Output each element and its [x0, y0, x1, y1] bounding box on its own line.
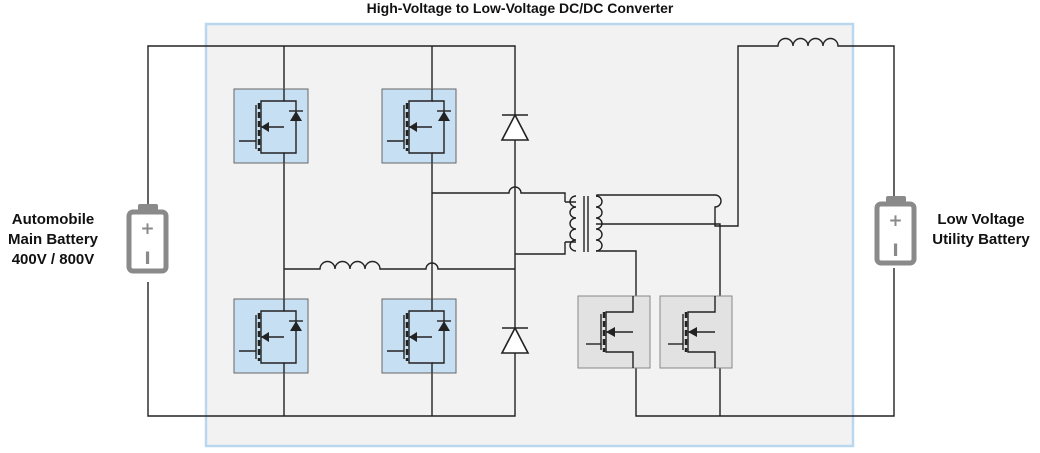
hv-top-wire: [147, 45, 516, 204]
diagram-title: High-Voltage to Low-Voltage DC/DC Conver…: [366, 0, 674, 16]
utility-battery-minus: I: [892, 241, 898, 261]
hv-bottom-wire: [147, 282, 516, 417]
diode-top: [500, 113, 530, 141]
secondary-top-wire: [596, 37, 895, 227]
main-battery-label: Automobile Main Battery 400V / 800V: [0, 210, 106, 270]
diode-bottom: [500, 326, 530, 354]
converter-box: [204, 22, 855, 448]
switch-bottom-right: [380, 297, 458, 375]
utility-battery-label: Low Voltage Utility Battery: [922, 210, 1040, 250]
transformer-core: [583, 196, 589, 252]
sr-switch-right: [658, 294, 734, 370]
lv-return-wire: [635, 268, 895, 417]
main-battery-label-line: 400V / 800V: [11, 251, 95, 268]
main-battery-plus: +: [140, 219, 154, 239]
main-battery-minus: I: [144, 249, 150, 269]
center-tap-wire: [596, 223, 721, 296]
main-battery-icon: + I: [126, 204, 169, 274]
primary-coil-leads: [565, 201, 576, 243]
transformer-top-link: [432, 186, 566, 202]
switch-top-right: [380, 87, 458, 165]
series-inductor-wire: [284, 260, 515, 270]
sr-switch-left: [576, 294, 652, 370]
secondary-bottom-wire: [596, 250, 637, 296]
utility-battery-label-line: Utility Battery: [932, 231, 1030, 248]
main-battery-label-line: Automobile: [11, 211, 95, 228]
utility-battery-plus: +: [888, 211, 902, 231]
transformer-bottom-link: [515, 242, 566, 255]
switch-bottom-left: [232, 297, 310, 375]
switch-top-left: [232, 87, 310, 165]
utility-battery-label-line: Low Voltage: [937, 211, 1025, 228]
main-battery-label-line: Main Battery: [7, 231, 99, 248]
transformer-primary-coil: [569, 195, 577, 252]
utility-battery-icon: + I: [874, 196, 917, 266]
